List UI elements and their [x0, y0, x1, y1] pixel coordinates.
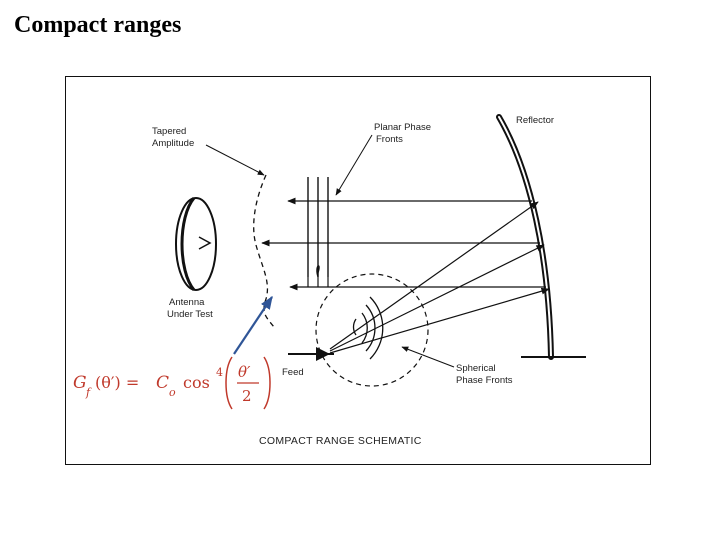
- label-planar-1: Planar Phase: [374, 122, 431, 133]
- eq-c: C: [156, 373, 169, 393]
- tapered-amplitude-curve: [253, 174, 275, 328]
- collimated-rays: [261, 197, 546, 291]
- eq-den: 2: [242, 387, 252, 405]
- label-pointers: [205, 134, 455, 368]
- eq-exp: 4: [216, 366, 223, 379]
- spherical-phase-fronts: [315, 273, 429, 387]
- label-antenna-1: Antenna: [169, 297, 205, 308]
- feed-rays: [329, 201, 550, 354]
- figure-caption: COMPACT RANGE SCHEMATIC: [259, 435, 422, 447]
- compact-range-figure: Tapered Amplitude Planar Phase Fronts Re…: [65, 76, 651, 465]
- antenna-under-test: [175, 197, 217, 291]
- label-antenna-2: Under Test: [167, 309, 213, 320]
- eq-sub-f: f: [85, 386, 92, 399]
- label-tapered-1: Tapered: [152, 126, 186, 137]
- eq-arg: (θ′) =: [95, 373, 139, 392]
- eq-g: G: [73, 373, 87, 393]
- label-tapered-2: Amplitude: [152, 138, 194, 149]
- schematic-drawing: Tapered Amplitude Planar Phase Fronts Re…: [73, 114, 586, 447]
- label-feed: Feed: [282, 367, 304, 378]
- label-spherical-2: Phase Fronts: [456, 375, 513, 386]
- reflector: [496, 114, 586, 360]
- feed-horn: [288, 347, 334, 361]
- slide-title: Compact ranges: [14, 12, 182, 38]
- label-spherical-1: Spherical: [456, 363, 496, 374]
- planar-phase-fronts: [307, 177, 329, 287]
- label-planar-2: Fronts: [376, 134, 403, 145]
- eq-num: θ′: [238, 363, 251, 381]
- label-reflector: Reflector: [516, 115, 554, 126]
- equation-pointer-arrow: [233, 295, 273, 355]
- eq-sub-o: o: [169, 386, 176, 399]
- eq-cos: cos: [183, 373, 210, 392]
- feed-pattern-equation: G f (θ′) = C o cos 4 θ′ 2: [73, 356, 271, 410]
